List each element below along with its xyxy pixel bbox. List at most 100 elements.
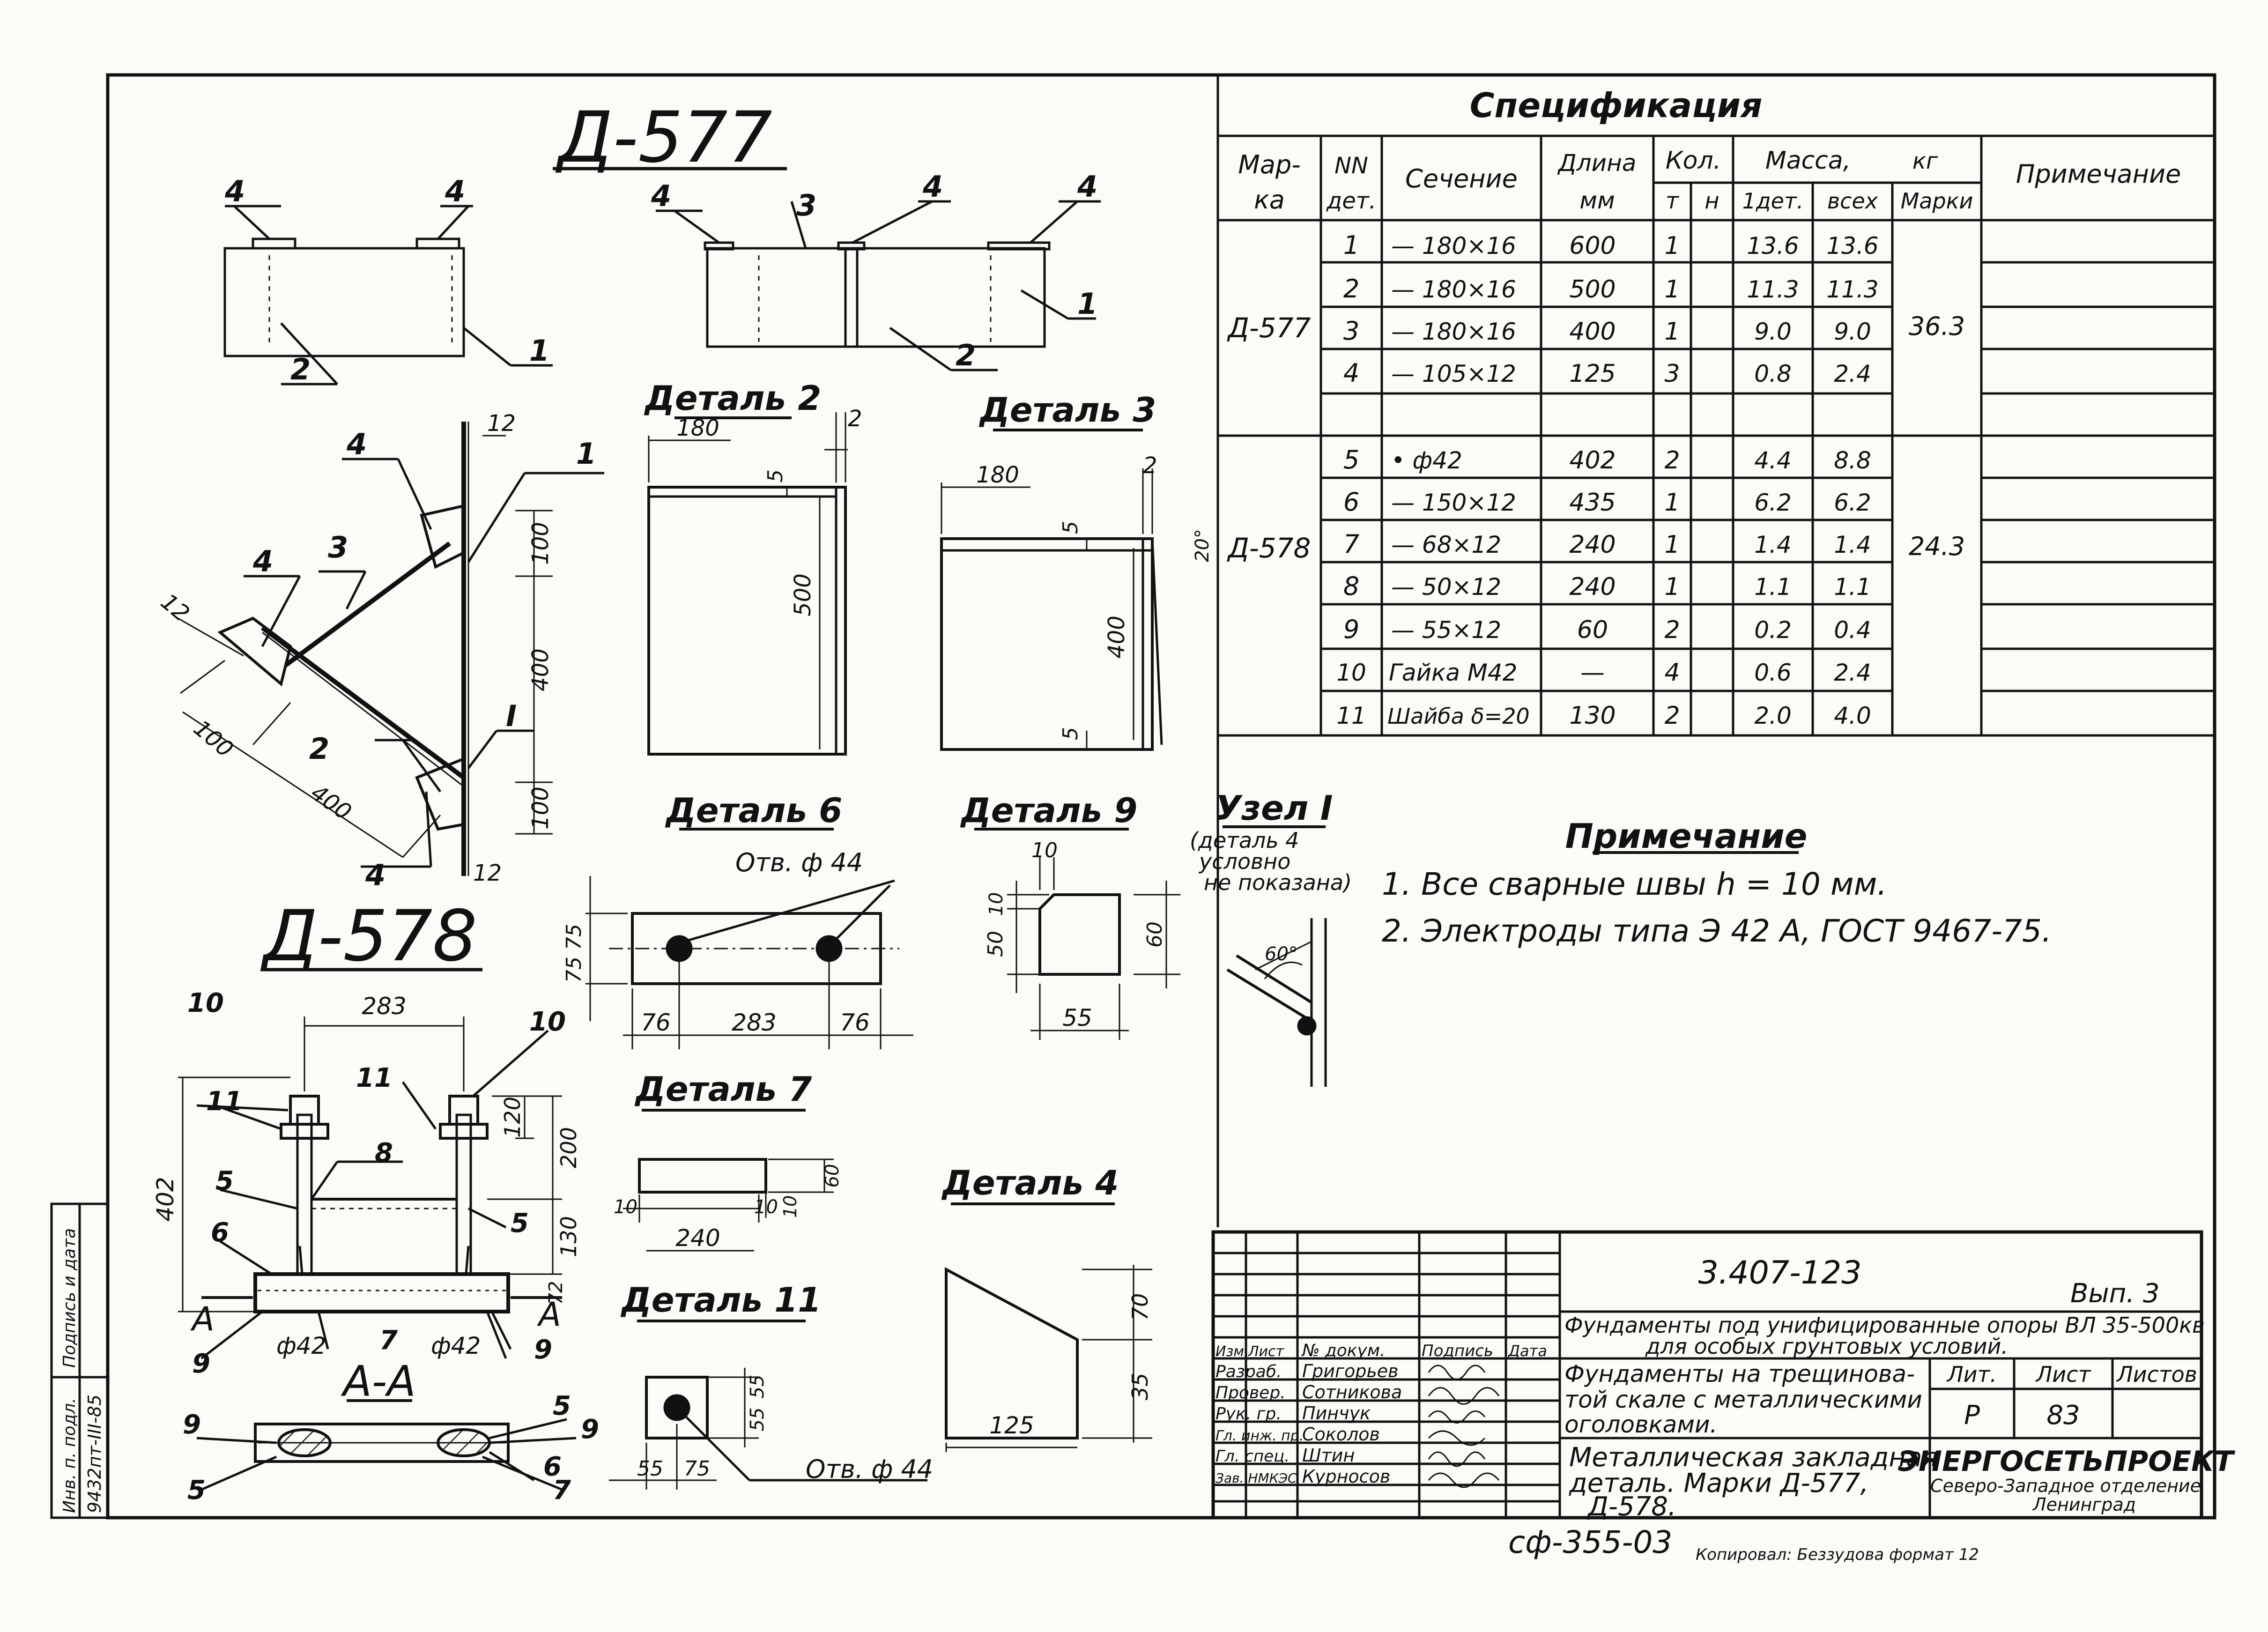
tb-subject-2: той скале с металлическими bbox=[1564, 1386, 1922, 1413]
callout-4f: 4 bbox=[346, 427, 367, 461]
node1-note-2: условно bbox=[1198, 849, 1290, 874]
spec-cell: Шайба δ=20 bbox=[1387, 704, 1530, 729]
dim-d577-100a: 100 bbox=[527, 522, 554, 565]
dim-d7-10b: 10 bbox=[754, 1196, 778, 1218]
spec-group-mark: Д-578 bbox=[1227, 532, 1311, 564]
title-detail9: Деталь 9 bbox=[960, 791, 1138, 830]
spec-h-qty: Кол. bbox=[1666, 147, 1721, 175]
spec-cell: 9.0 bbox=[1834, 318, 1871, 345]
tb-col-date: Дата bbox=[1507, 1342, 1547, 1360]
tb-role: Разраб. bbox=[1216, 1362, 1282, 1381]
spec-cell: 2 bbox=[1664, 702, 1680, 730]
callout-2c: 2 bbox=[309, 732, 329, 766]
callout-4e: 4 bbox=[1077, 170, 1097, 204]
title-block-grid bbox=[1211, 1230, 2203, 1520]
spec-cell: 11 bbox=[1336, 702, 1366, 729]
spec-cell: — 150×12 bbox=[1391, 489, 1516, 516]
spec-cell: 0.4 bbox=[1834, 616, 1871, 644]
sheet-frame bbox=[106, 73, 2216, 1520]
callout-4d: 4 bbox=[922, 170, 943, 204]
callout-11b: 11 bbox=[356, 1063, 393, 1093]
spec-cell: 4.4 bbox=[1754, 447, 1792, 474]
detail4-drawing bbox=[945, 1202, 1152, 1452]
section-mark-A1: А bbox=[190, 1300, 215, 1338]
spec-h-nn-2: дет. bbox=[1326, 188, 1376, 214]
dim-d578-f42b: ф42 bbox=[431, 1332, 481, 1359]
spec-h-qty-t: т bbox=[1666, 188, 1680, 214]
tb-col-list: Лист bbox=[1248, 1343, 1285, 1360]
dim-d4-35: 35 bbox=[1127, 1373, 1153, 1401]
spec-cell: 500 bbox=[1569, 275, 1616, 304]
title-detail4: Деталь 4 bbox=[941, 1163, 1119, 1202]
spec-cell: 240 bbox=[1569, 531, 1616, 559]
spec-cell: 3 bbox=[1664, 360, 1680, 388]
detail6-drawing bbox=[586, 828, 913, 1049]
spec-cell: 9 bbox=[1343, 615, 1359, 644]
spec-cell: 5 bbox=[1343, 445, 1359, 475]
tb-col-izm: Изм bbox=[1216, 1343, 1244, 1360]
spec-h-qty-n: н bbox=[1705, 188, 1719, 214]
dim-d9-10b: 10 bbox=[986, 892, 1007, 916]
tb-name: Штин bbox=[1302, 1445, 1355, 1466]
hole-label-d11: Отв. ф 44 bbox=[806, 1454, 933, 1484]
tb-sheet-value: 83 bbox=[2046, 1400, 2080, 1431]
tb-issue: Вып. 3 bbox=[2070, 1278, 2159, 1309]
title-section-aa: А-А bbox=[341, 1357, 416, 1406]
tb-project-2: для особых грунтовых условий. bbox=[1645, 1334, 2008, 1359]
callout-8: 8 bbox=[375, 1138, 393, 1168]
dim-d577-400v: 400 bbox=[527, 648, 554, 691]
spec-cell: • ф42 bbox=[1391, 447, 1462, 474]
spec-h-section: Сечение bbox=[1405, 164, 1518, 193]
callout-9b: 9 bbox=[534, 1335, 552, 1365]
detail2-drawing bbox=[647, 412, 848, 756]
spec-cell: — 180×16 bbox=[1391, 318, 1516, 345]
callout-5b: 5 bbox=[511, 1208, 529, 1239]
spec-cell: 125 bbox=[1569, 360, 1616, 388]
spec-cell: 402 bbox=[1569, 446, 1616, 475]
dim-d578-402: 402 bbox=[152, 1177, 179, 1221]
tb-name: Григорьев bbox=[1302, 1361, 1399, 1381]
spec-cell: 6.2 bbox=[1834, 489, 1871, 516]
spec-cell: — 68×12 bbox=[1391, 531, 1501, 558]
dim-d11-55c: 55 bbox=[637, 1457, 663, 1481]
tb-drawing-2: деталь. Марки Д-577, bbox=[1569, 1468, 1868, 1498]
callout-1a: 1 bbox=[529, 334, 549, 368]
spec-group-total: 24.3 bbox=[1909, 532, 1965, 561]
detail11-drawing bbox=[609, 1320, 927, 1490]
footer-stamp: сф-355-03 bbox=[1508, 1524, 1672, 1560]
spec-cell: — 50×12 bbox=[1391, 573, 1501, 601]
dim-d3-5a: 5 bbox=[1059, 521, 1082, 534]
tb-name: Соколов bbox=[1302, 1424, 1380, 1445]
dim-d578-283: 283 bbox=[362, 993, 406, 1020]
dim-d7-240: 240 bbox=[675, 1224, 720, 1252]
spec-cell: 1 bbox=[1664, 489, 1680, 517]
d578-drawing bbox=[178, 1016, 562, 1359]
spec-title: Спецификация bbox=[1470, 86, 1763, 125]
callout-10a: 10 bbox=[187, 988, 224, 1018]
callout-9c: 9 bbox=[183, 1409, 201, 1440]
spec-group-total: 36.3 bbox=[1909, 312, 1965, 341]
dim-d2-w: 180 bbox=[676, 415, 719, 441]
spec-cell: 7 bbox=[1343, 529, 1359, 559]
footer-copied: Копировал: Беззудова формат 12 bbox=[1696, 1545, 1979, 1564]
spec-h-mass-one: 1дет. bbox=[1742, 188, 1804, 214]
dim-d578-120: 120 bbox=[500, 1097, 525, 1138]
spec-cell: 600 bbox=[1569, 232, 1616, 260]
tb-org-branch-2: Ленинград bbox=[2032, 1494, 2136, 1515]
tb-name: Сотникова bbox=[1302, 1382, 1402, 1402]
tb-lit-value: Р bbox=[1964, 1400, 1980, 1431]
spec-h-length-1: Длина bbox=[1557, 149, 1637, 177]
dim-d7-10c: 10 bbox=[780, 1195, 800, 1218]
spec-cell: 400 bbox=[1569, 318, 1616, 346]
spec-cell: — bbox=[1580, 659, 1605, 687]
spec-cell: 1.4 bbox=[1834, 531, 1871, 558]
tb-subject-3: оголовками. bbox=[1564, 1411, 1717, 1438]
spec-cell: 1 bbox=[1664, 232, 1680, 260]
dim-node-ang: 60° bbox=[1265, 943, 1298, 965]
spec-cell: 240 bbox=[1569, 573, 1616, 601]
spec-cell: 2.4 bbox=[1834, 659, 1871, 686]
note-item-1: 1. Все сварные швы h = 10 мм. bbox=[1382, 866, 1887, 902]
spec-cell: 130 bbox=[1569, 702, 1616, 730]
callout-5d: 5 bbox=[553, 1391, 571, 1421]
dim-d577-12b: 12 bbox=[156, 588, 194, 627]
